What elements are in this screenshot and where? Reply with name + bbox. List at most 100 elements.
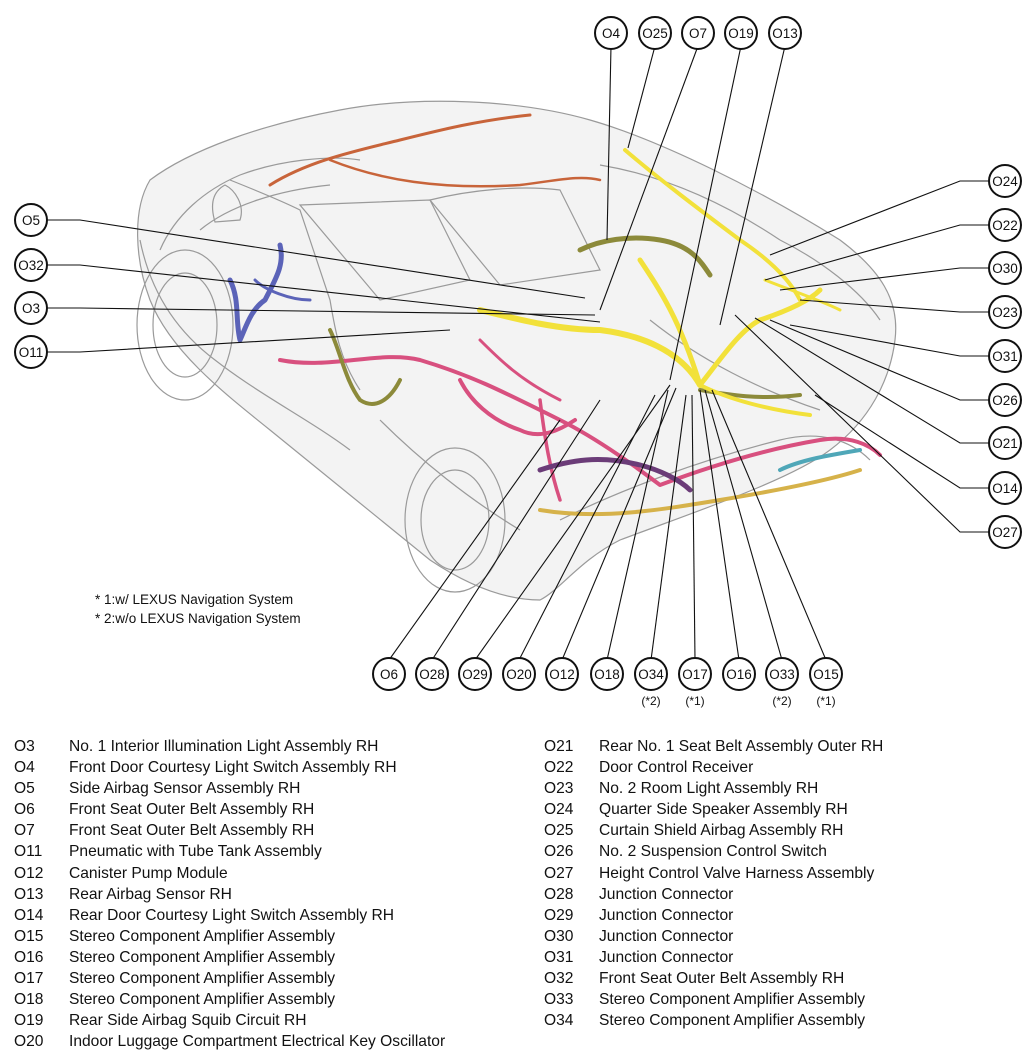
callout-o26: O26	[988, 383, 1022, 417]
variant-o33: (*2)	[772, 694, 791, 708]
callout-o3: O3	[14, 291, 48, 325]
callout-o32: O32	[14, 248, 48, 282]
svg-text:O7: O7	[689, 26, 707, 41]
callout-o14: O14	[988, 471, 1022, 505]
legend-description: Pneumatic with Tube Tank Assembly	[69, 843, 322, 861]
svg-text:O33: O33	[769, 667, 795, 682]
legend-description: Rear Side Airbag Squib Circuit RH	[69, 1012, 307, 1030]
callout-o29: O29	[458, 657, 492, 691]
callout-o4: O4	[594, 16, 628, 50]
legend-code: O13	[14, 885, 44, 903]
variant-o17: (*1)	[685, 694, 704, 708]
callout-o28: O28	[415, 657, 449, 691]
legend-description: No. 1 Interior Illumination Light Assemb…	[69, 738, 379, 755]
callout-o27: O27	[988, 515, 1022, 549]
legend-code: O27	[544, 864, 574, 882]
svg-text:O24: O24	[992, 174, 1018, 189]
legend-item: O7 Front Seat Outer Belt Assembly RH	[14, 820, 524, 841]
legend-description: Junction Connector	[599, 948, 734, 966]
legend-description: Front Seat Outer Belt Assembly RH	[69, 801, 315, 819]
svg-text:O17: O17	[682, 667, 708, 682]
svg-text:O23: O23	[992, 305, 1018, 320]
legend-code: O30	[544, 927, 574, 945]
legend-description: Rear Airbag Sensor RH	[69, 885, 232, 903]
legend-description: Door Control Receiver	[599, 759, 754, 777]
svg-text:O19: O19	[728, 26, 754, 41]
legend-item: O22 Door Control Receiver	[544, 757, 1024, 778]
legend-code: O3	[14, 738, 35, 755]
legend-item: O18 Stereo Component Amplifier Assembly	[14, 989, 524, 1010]
legend-code: O4	[14, 759, 35, 777]
legend-code: O14	[14, 906, 44, 924]
legend-code: O6	[14, 801, 35, 819]
svg-text:O32: O32	[18, 258, 44, 273]
legend-code: O22	[544, 759, 574, 777]
legend-left: O3 No. 1 Interior Illumination Light Asse…	[14, 736, 524, 1052]
legend-description: Stereo Component Amplifier Assembly	[599, 1012, 866, 1030]
callout-o25: O25	[638, 16, 672, 50]
legend-code: O11	[14, 843, 43, 861]
legend-description: Front Seat Outer Belt Assembly RH	[599, 970, 845, 988]
variant-o34: (*2)	[641, 694, 660, 708]
callout-o23: O23	[988, 295, 1022, 329]
callout-o5: O5	[14, 203, 48, 237]
legend-item: O28 Junction Connector	[544, 884, 1024, 905]
legend-code: O28	[544, 885, 574, 903]
callout-o22: O22	[988, 208, 1022, 242]
callout-o33: O33	[765, 657, 799, 691]
svg-text:O15: O15	[813, 667, 839, 682]
legend-code: O7	[14, 822, 35, 840]
legend-code: O18	[14, 991, 44, 1009]
note-navigation-2: * 2:w/o LEXUS Navigation System	[95, 611, 301, 626]
legend-description: Junction Connector	[599, 906, 734, 924]
callout-o31: O31	[988, 339, 1022, 373]
svg-text:O28: O28	[419, 667, 445, 682]
svg-text:O6: O6	[380, 667, 398, 682]
svg-text:O16: O16	[726, 667, 752, 682]
callout-o24: O24	[988, 164, 1022, 198]
legend-code: O21	[544, 738, 574, 755]
svg-text:O14: O14	[992, 481, 1018, 496]
legend-code: O5	[14, 780, 35, 798]
legend-description: Stereo Component Amplifier Assembly	[69, 948, 336, 966]
variant-o15: (*1)	[816, 694, 835, 708]
svg-text:O4: O4	[602, 26, 621, 41]
svg-text:O27: O27	[992, 525, 1018, 540]
svg-text:O18: O18	[594, 667, 620, 682]
legend-code: O23	[544, 780, 574, 798]
legend-description: Stereo Component Amplifier Assembly	[69, 970, 336, 988]
legend-description: Stereo Component Amplifier Assembly	[69, 991, 336, 1009]
legend-description: Front Door Courtesy Light Switch Assembl…	[69, 759, 397, 777]
legend-description: Height Control Valve Harness Assembly	[599, 864, 875, 882]
callout-o12: O12	[545, 657, 579, 691]
leader-lines	[45, 45, 990, 661]
legend-description: Side Airbag Sensor Assembly RH	[69, 780, 301, 798]
legend-description: No. 2 Suspension Control Switch	[599, 843, 827, 861]
svg-text:O29: O29	[462, 667, 488, 682]
legend-description: Junction Connector	[599, 927, 734, 945]
callout-o13: O13	[768, 16, 802, 50]
svg-text:O20: O20	[506, 667, 532, 682]
legend-item: O5 Side Airbag Sensor Assembly RH	[14, 778, 524, 799]
legend-item: O3 No. 1 Interior Illumination Light Asse…	[14, 736, 524, 757]
legend-description: Front Seat Outer Belt Assembly RH	[69, 822, 315, 840]
svg-text:O12: O12	[549, 667, 575, 682]
svg-text:O26: O26	[992, 393, 1018, 408]
legend-description: Junction Connector	[599, 885, 734, 903]
legend-code: O15	[14, 927, 44, 945]
legend-description: No. 2 Room Light Assembly RH	[599, 780, 819, 798]
svg-text:O25: O25	[642, 26, 668, 41]
legend-code: O12	[14, 864, 44, 882]
legend-code: O20	[14, 1033, 44, 1051]
legend-code: O33	[544, 991, 574, 1009]
